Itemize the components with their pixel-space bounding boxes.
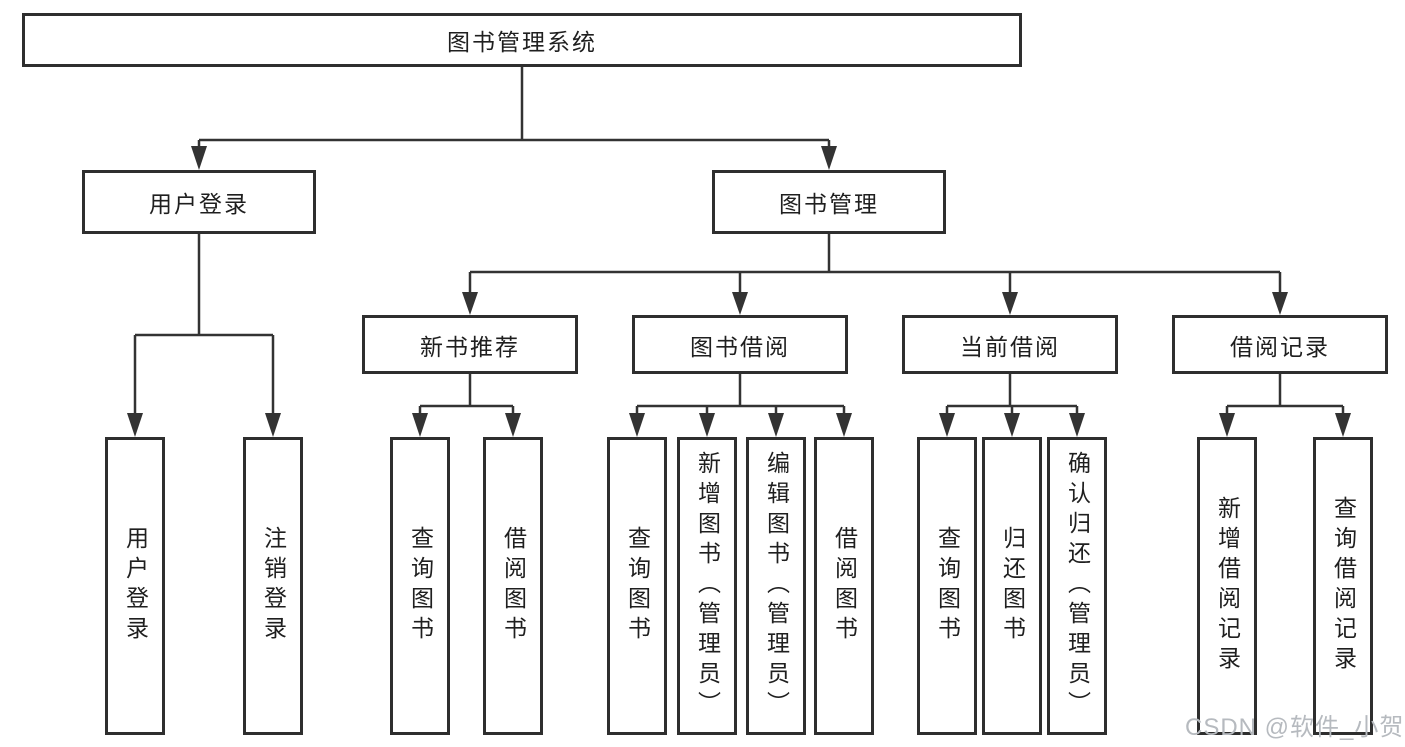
- leaf-user-login: 用户登录: [105, 437, 165, 735]
- leaf-label: 注销登录: [260, 526, 287, 646]
- node-library-management-system: 图书管理系统: [22, 13, 1022, 67]
- node-borrow-records: 借阅记录: [1172, 315, 1388, 374]
- leaf-borrow-books-recommend: 借阅图书: [483, 437, 543, 735]
- leaf-logout: 注销登录: [243, 437, 303, 735]
- leaf-label: 借阅图书: [831, 526, 858, 646]
- leaf-label: 查询借阅记录: [1330, 496, 1357, 676]
- leaf-label: 用户登录: [122, 526, 149, 646]
- leaf-query-books-borrow: 查询图书: [607, 437, 667, 735]
- leaf-confirm-return-admin: 确认归还（管理员）: [1047, 437, 1107, 735]
- leaf-label: 查询图书: [934, 526, 961, 646]
- node-current-borrow: 当前借阅: [902, 315, 1118, 374]
- leaf-label: 查询图书: [624, 526, 651, 646]
- node-label: 图书借阅: [690, 333, 790, 360]
- node-label: 用户登录: [149, 191, 249, 217]
- node-book-management: 图书管理: [712, 170, 946, 234]
- node-label: 当前借阅: [960, 333, 1060, 360]
- leaf-return-books: 归还图书: [982, 437, 1042, 735]
- leaf-label: 新增图书（管理员）: [694, 451, 721, 721]
- node-label: 新书推荐: [420, 333, 520, 360]
- leaf-label: 借阅图书: [500, 526, 527, 646]
- leaf-label: 编辑图书（管理员）: [763, 451, 790, 721]
- node-label: 图书管理系统: [447, 29, 597, 55]
- node-label: 借阅记录: [1230, 333, 1330, 360]
- node-new-book-recommend: 新书推荐: [362, 315, 578, 374]
- leaf-label: 新增借阅记录: [1214, 496, 1241, 676]
- leaf-add-book-admin: 新增图书（管理员）: [677, 437, 737, 735]
- leaf-borrow-books: 借阅图书: [814, 437, 874, 735]
- leaf-add-borrow-record: 新增借阅记录: [1197, 437, 1257, 735]
- node-book-borrow: 图书借阅: [632, 315, 848, 374]
- leaf-edit-book-admin: 编辑图书（管理员）: [746, 437, 806, 735]
- leaf-query-books-recommend: 查询图书: [390, 437, 450, 735]
- arrowheads: [127, 146, 1351, 437]
- node-label: 图书管理: [779, 191, 879, 217]
- leaf-query-books-current: 查询图书: [917, 437, 977, 735]
- watermark: CSDN @软件_小贺同学: [1185, 714, 1405, 741]
- leaf-query-borrow-record: 查询借阅记录: [1313, 437, 1373, 735]
- node-user-login: 用户登录: [82, 170, 316, 234]
- leaf-label: 归还图书: [999, 526, 1026, 646]
- leaf-label: 确认归还（管理员）: [1064, 451, 1091, 721]
- leaf-label: 查询图书: [407, 526, 434, 646]
